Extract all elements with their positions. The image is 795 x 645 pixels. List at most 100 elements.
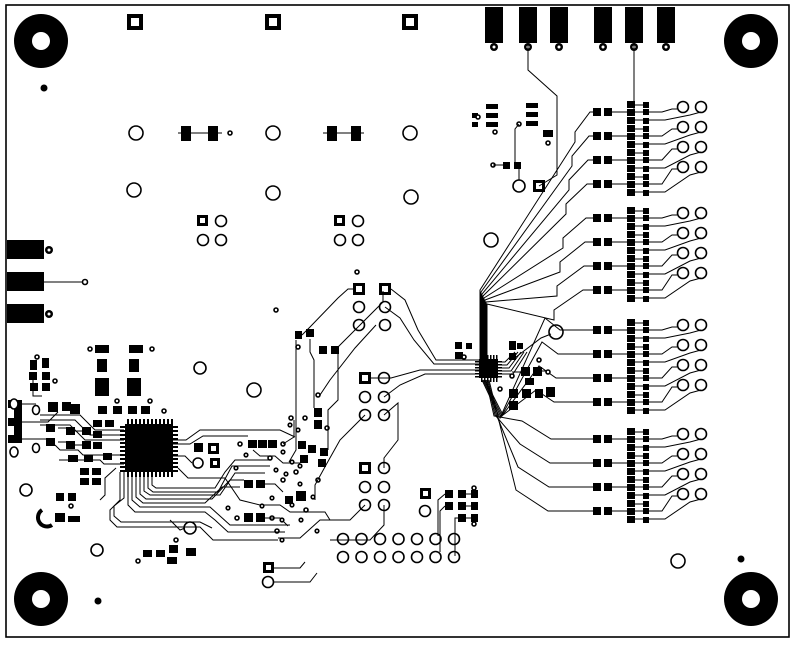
header-pad xyxy=(336,550,350,564)
channel-resistor-pad xyxy=(604,507,612,515)
channel-cap-pad xyxy=(627,207,635,214)
channel-output-pad xyxy=(676,378,690,392)
channel-cap-pad xyxy=(627,391,635,398)
qfn-pin xyxy=(493,355,495,359)
channel-cap-pad xyxy=(643,344,649,350)
channel-cap-pad xyxy=(643,232,649,238)
qfp-pin xyxy=(143,419,145,424)
channel-cap-pad xyxy=(643,460,649,466)
qfn-pin xyxy=(481,378,483,382)
channel-resistor-pad xyxy=(604,214,612,222)
channel-cap-pad xyxy=(627,335,635,342)
channel-cap-pad xyxy=(643,263,649,269)
channel-cap-pad xyxy=(643,336,649,342)
channel-cap-pad xyxy=(627,239,635,246)
channel-cap-pad xyxy=(643,392,649,398)
channel-cap-pad xyxy=(643,436,649,442)
channel-cap-pad xyxy=(643,272,649,278)
channel-fanout-trace xyxy=(480,135,593,359)
channel-fanout-trace xyxy=(483,217,593,359)
channel-trace xyxy=(649,254,702,275)
channel-cap-pad xyxy=(627,367,635,374)
channel-cap-pad xyxy=(643,368,649,374)
via xyxy=(259,503,265,509)
top-test-pads xyxy=(127,14,418,30)
qfn-pin xyxy=(490,378,492,382)
channel-cap-pad xyxy=(627,133,635,140)
channel-cap-pad xyxy=(643,256,649,262)
channel-output-pad xyxy=(676,338,690,352)
channel-output-pad xyxy=(694,206,708,220)
qfp-pin xyxy=(167,419,169,424)
qfp-ic-main xyxy=(120,419,178,477)
channel-fanout-trace xyxy=(479,111,593,359)
channel-resistor-pad xyxy=(593,459,601,467)
via xyxy=(280,449,286,455)
channel-trace xyxy=(635,503,643,512)
channel-resistor-pad xyxy=(593,238,601,246)
qfn-pin xyxy=(490,355,492,359)
channel-output-pad xyxy=(676,120,690,134)
left-components xyxy=(8,345,167,485)
channel-fanout-trace xyxy=(485,265,593,359)
channel-resistor-pad xyxy=(593,108,601,116)
channel-fanout-trace xyxy=(488,379,593,512)
channel-output-pad xyxy=(676,246,690,260)
channel-cap-pad xyxy=(643,296,649,302)
header-pad xyxy=(336,532,350,546)
qfp-pin xyxy=(120,446,125,448)
channel-fanout-trace xyxy=(481,159,593,359)
via xyxy=(225,505,231,511)
header-pad xyxy=(373,532,387,546)
header-pad xyxy=(429,532,442,546)
channel-resistor-pad xyxy=(604,398,612,406)
channel-resistor-pad xyxy=(604,262,612,270)
channel-cap-pad xyxy=(643,287,649,293)
qfn-pin xyxy=(484,378,486,382)
qfp-pin xyxy=(151,419,153,424)
mounting-hole-top-left xyxy=(14,14,68,68)
via xyxy=(289,502,295,508)
channel-trace xyxy=(649,168,702,193)
qfp-pin xyxy=(120,458,125,460)
channel-cap-pad xyxy=(627,109,635,116)
channel-cap-pad xyxy=(643,248,649,254)
qfn-trace xyxy=(498,351,525,372)
channel-output-pad xyxy=(676,447,690,461)
channel-resistor-pad xyxy=(593,435,601,443)
channel-cap-pad xyxy=(643,215,649,221)
channel-cap-pad xyxy=(643,166,649,172)
qfn-pin xyxy=(481,355,483,359)
qfp-pin xyxy=(155,472,157,477)
channel-cap-pad xyxy=(643,118,649,124)
channel-cap-pad xyxy=(627,516,635,523)
channel-output-pad xyxy=(694,160,708,174)
channel-cap-pad xyxy=(627,327,635,334)
channel-cap-pad xyxy=(643,126,649,132)
channel-cap-pad xyxy=(643,517,649,523)
channel-cap-pad xyxy=(643,181,649,187)
channel-cap-pad xyxy=(643,150,649,156)
bottom-header-resistors xyxy=(437,485,478,556)
channel-resistor-pad xyxy=(604,350,612,358)
channel-output-pad xyxy=(694,318,708,332)
channel-fanout-trace xyxy=(483,365,593,417)
via xyxy=(314,528,320,534)
channel-resistor-pad xyxy=(604,435,612,443)
channel-output-pad xyxy=(694,140,708,154)
channel-cap-pad xyxy=(627,436,635,443)
header-pad xyxy=(447,550,461,564)
channel-output-pad xyxy=(676,206,690,220)
channel-cap-pad xyxy=(643,133,649,139)
qfp-pin xyxy=(131,419,133,424)
channel-cap-pad xyxy=(643,157,649,163)
middle-headers xyxy=(261,283,432,589)
via xyxy=(243,452,249,458)
channel-output-pad xyxy=(694,378,708,392)
channel-resistor-pad xyxy=(593,262,601,270)
qfn-pin xyxy=(487,355,489,359)
routed-traces xyxy=(271,288,480,583)
channel-trace xyxy=(635,152,643,161)
channel-cap-pad xyxy=(627,508,635,515)
channel-cap-pad xyxy=(627,189,635,196)
